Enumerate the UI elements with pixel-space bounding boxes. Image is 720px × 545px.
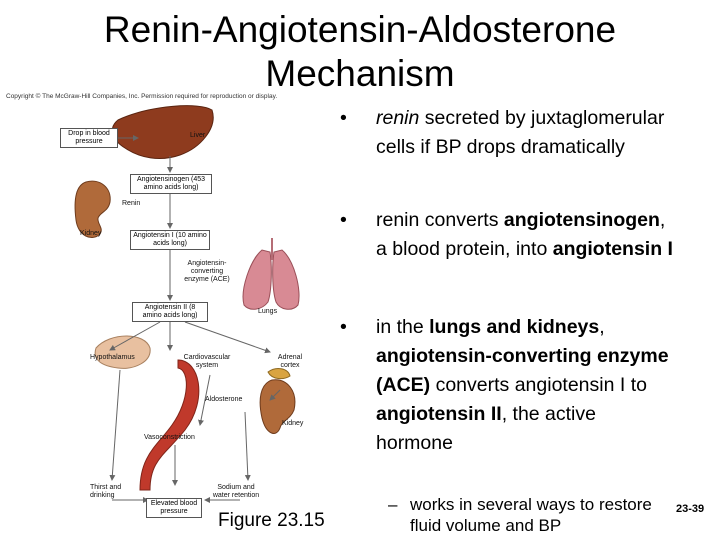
kidney-label-bottom: Kidney [282, 420, 304, 427]
hypothalamus-label: Hypothalamus [90, 354, 135, 361]
lungs-label: Lungs [258, 308, 278, 315]
drop-bp-box: Drop in blood pressure [60, 128, 118, 148]
page-number: 23-39 [676, 503, 705, 515]
angiotensin1-term: angiotensin I [552, 238, 673, 260]
angiotensin2-box: Angiotensin II (8 amino acids long) [132, 302, 208, 322]
text: , [599, 316, 605, 338]
elevated-bp-box: Elevated blood pressure [146, 498, 202, 518]
cardiovascular-label: Cardiovascular system [183, 354, 231, 369]
bullet-text-rest: secreted by juxtaglomerular cells if BP … [376, 107, 665, 158]
text: , the active hormone [376, 403, 596, 454]
brain-icon [94, 335, 151, 369]
ace-label: Angiotensin-converting enzyme (ACE) [184, 260, 230, 283]
liver-label: Liver [190, 132, 206, 139]
right-lung-icon [272, 249, 300, 310]
angiotensin1-box: Angiotensin I (10 amino acids long) [130, 230, 210, 250]
blood-vessel-icon [139, 359, 200, 491]
adrenal-label: Adrenal cortex [277, 354, 303, 369]
sub-bullet-text: works in several ways to restore fluid v… [410, 495, 652, 535]
bullet-dot: • [340, 209, 347, 231]
copyright-notice: Copyright © The McGraw-Hill Companies, I… [6, 93, 278, 100]
renin-label: Renin [122, 200, 141, 207]
renin-emphasis: renin [376, 107, 420, 129]
adrenal-icon [267, 368, 291, 380]
text: renin converts [376, 209, 504, 231]
figure-caption: Figure 23.15 [218, 510, 325, 531]
bullet-dot: • [340, 107, 347, 129]
kidney-icon [74, 180, 111, 238]
text: converts angiotensin I to [430, 374, 647, 396]
bullet-text: in the lungs and kidneys, angiotensin-co… [376, 313, 676, 458]
left-lung-icon [242, 249, 272, 310]
lungs-kidneys-term: lungs and kidneys [429, 316, 600, 338]
angiotensinogen-box: Angiotensinogen (453 amino acids long) [130, 174, 212, 194]
sub-bullet-dash: – [388, 495, 398, 514]
ace-term: angiotensin-converting enzyme (ACE) [376, 345, 669, 396]
raas-diagram: Drop in blood pressure Liver Angiotensin… [0, 100, 350, 540]
text: , a blood protein, into [376, 209, 666, 260]
kidney-label-top: Kidney [80, 230, 102, 237]
slide-title: Renin-Angiotensin-Aldosterone Mechanism [103, 9, 617, 94]
aldosterone-label: Aldosterone [205, 396, 243, 403]
thirst-label: Thirst and drinking [90, 484, 122, 499]
bullet-text: renin secreted by juxtaglomerular cells … [376, 104, 676, 162]
kidney-bottom-icon [259, 379, 296, 434]
text: in the [376, 316, 430, 338]
bullet-dot: • [340, 316, 347, 338]
angiotensin2-term: angiotensin II [376, 403, 502, 425]
diagram-artwork [74, 105, 300, 503]
bullet-text: renin converts angiotensinogen, a blood … [376, 206, 676, 264]
trachea-icon [271, 238, 273, 260]
sodium-label: Sodium and water retention [212, 484, 260, 499]
vasoconstriction-label: Vasoconstriction [144, 434, 195, 441]
angiotensinogen-term: angiotensinogen [503, 209, 660, 231]
